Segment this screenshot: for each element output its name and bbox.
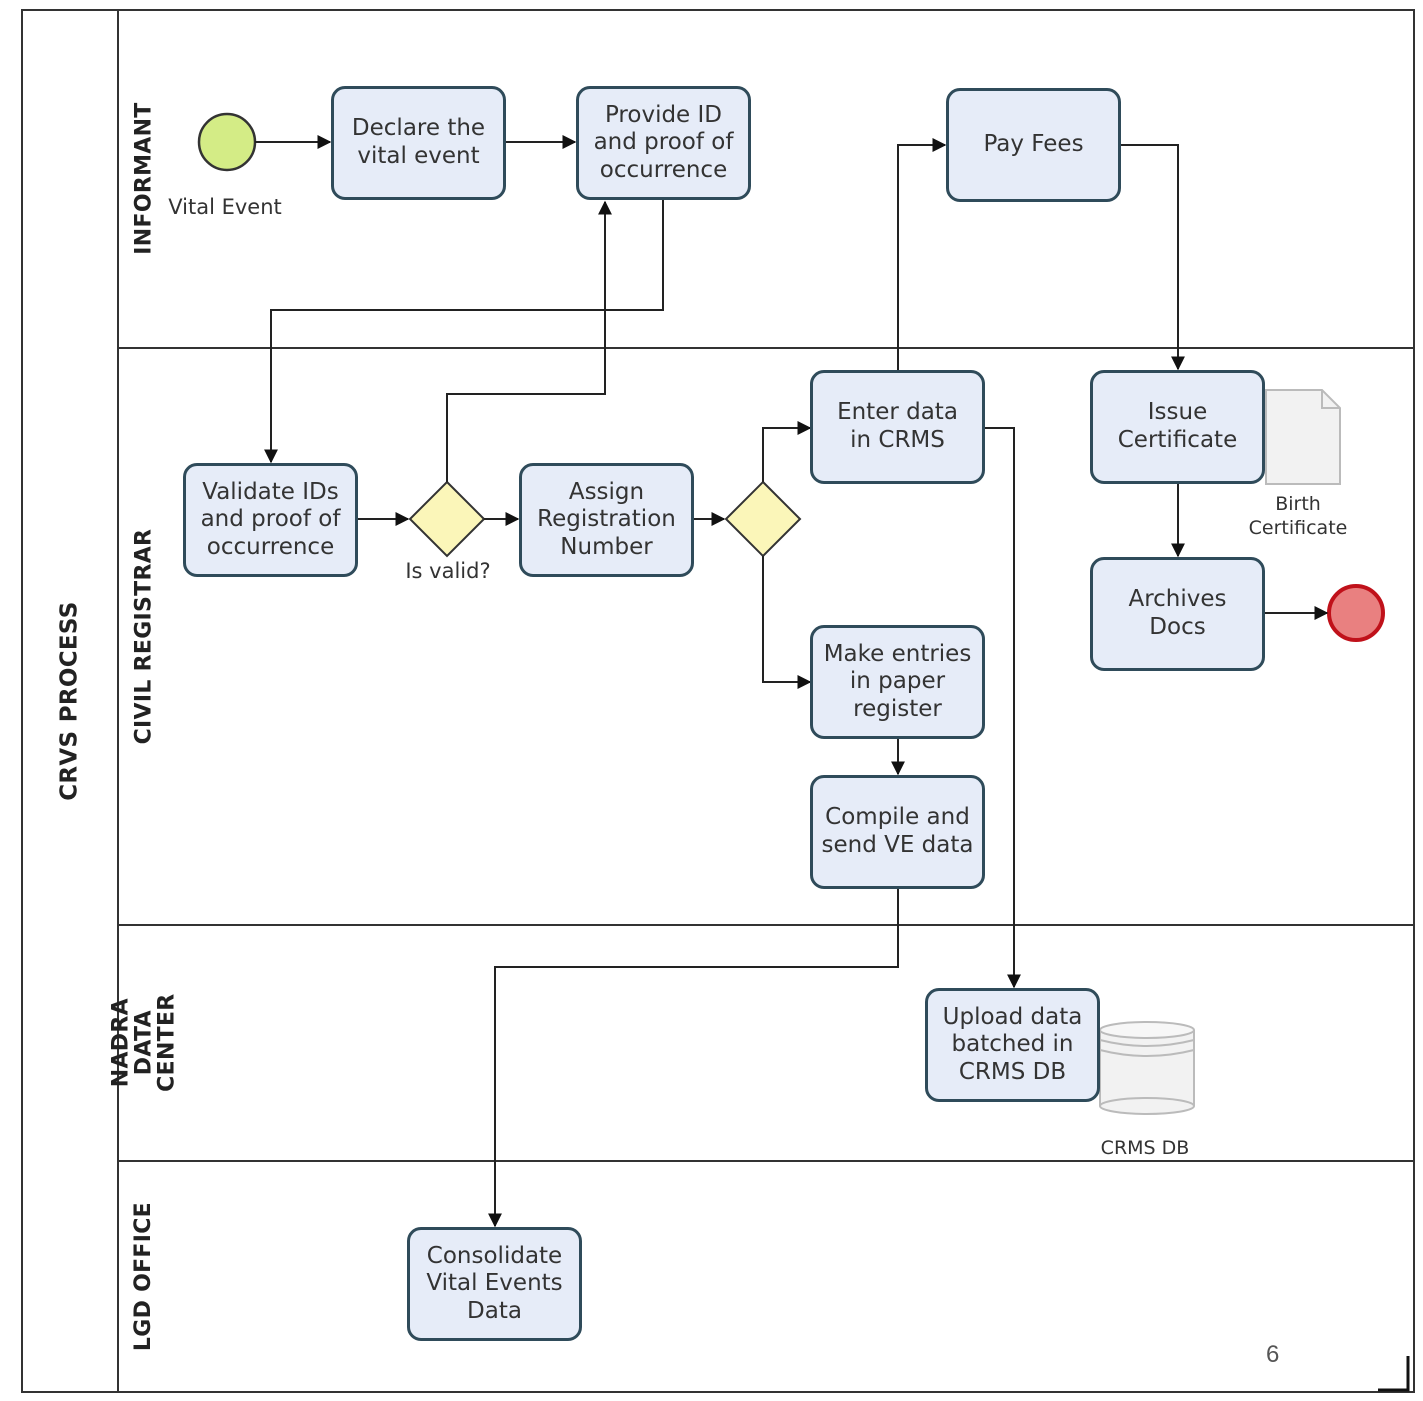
task-consolidate-vital-events[interactable]: Consolidate Vital Events Data [407,1227,582,1341]
lane-label-nadra-data-center: NADRA DATA CENTER [108,993,180,1093]
flow-enter-data-to-pay-fees [897,138,947,370]
task-archives-docs[interactable]: Archives Docs [1090,557,1265,671]
gateway-is-valid [408,480,486,558]
end-event [1327,584,1385,642]
task-upload-data-crms-db[interactable]: Upload data batched in CRMS DB [925,988,1100,1102]
gateway-is-valid-label: Is valid? [405,559,491,583]
gateway-split [724,480,802,558]
lane-label-informant: INFORMANT [131,102,157,256]
task-compile-send-ve-data[interactable]: Compile and send VE data [810,775,985,889]
flow-split-to-paper-register [762,556,812,689]
flow-pay-fees-to-issue [1120,144,1185,371]
pool-title: CRVS PROCESS [56,601,83,801]
flow-enter-data-to-upload [984,427,1021,989]
task-make-paper-entries[interactable]: Make entries in paper register [810,625,985,739]
page-number: 6 [1266,1341,1280,1368]
corner-mark [1378,1356,1410,1392]
flow-provide-to-validate [264,200,664,464]
task-pay-fees[interactable]: Pay Fees [946,88,1121,202]
task-assign-registration-number[interactable]: Assign Registration Number [519,463,694,577]
task-declare-vital-event[interactable]: Declare the vital event [331,86,506,200]
document-fold [1321,390,1340,409]
flow-gateway-back-to-provide [446,200,612,482]
document-birth-certificate [1265,389,1341,485]
task-enter-data-crms[interactable]: Enter data in CRMS [810,370,985,484]
task-issue-certificate[interactable]: Issue Certificate [1090,370,1265,484]
pool-border [21,9,1415,1393]
start-event [197,112,257,172]
database-crms-db [1099,1021,1195,1115]
document-label: Birth Certificate [1248,493,1348,539]
flow-compile-to-consolidate [488,888,899,1228]
lane-label-lgd-office: LGD OFFICE [131,1201,157,1352]
start-event-label: Vital Event [168,195,282,219]
flow-split-to-enter-data [762,421,812,482]
lane-label-civil-registrar: CIVIL REGISTRAR [131,528,157,745]
task-validate-ids[interactable]: Validate IDs and proof of occurrence [183,463,358,577]
task-provide-id-proof[interactable]: Provide ID and proof of occurrence [576,86,751,200]
database-label: CRMS DB [1100,1137,1190,1159]
